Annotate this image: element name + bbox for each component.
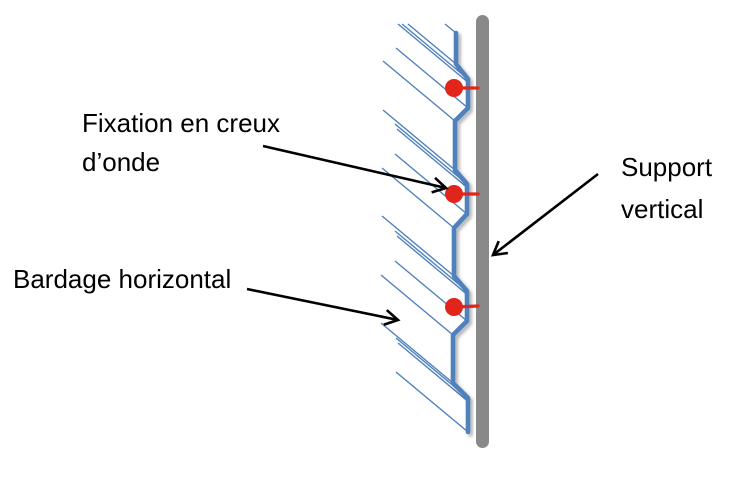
corrugation-lines — [380, 23, 471, 433]
label-fixation-line2: d’onde — [82, 147, 161, 177]
corrugation-line — [395, 371, 469, 433]
corrugation-line — [381, 215, 455, 277]
label-bardage-text: Bardage horizontal — [13, 264, 232, 294]
label-support-line2: vertical — [621, 194, 704, 224]
arrow-support — [490, 172, 599, 257]
cladding-profile-line — [450, 30, 471, 435]
corrugation-line — [395, 47, 469, 109]
corrugation-line — [382, 109, 456, 171]
label-support-line1: Support — [621, 152, 713, 182]
fixing-screw — [445, 185, 480, 203]
fixing-dot — [445, 298, 463, 316]
fixing-dot — [445, 185, 463, 203]
corrugation-line — [381, 167, 455, 229]
corrugation-line — [397, 342, 471, 404]
corrugation-line — [397, 23, 471, 85]
arrow-bardage — [246, 287, 401, 326]
corrugation-line — [380, 274, 454, 336]
label-support: Support vertical — [621, 146, 712, 230]
corrugation-line — [380, 322, 454, 384]
corrugation-line — [382, 60, 456, 122]
fixing-dot — [445, 79, 463, 97]
corrugation-line — [394, 230, 468, 292]
arrow-fixation — [262, 144, 449, 194]
corrugation-line — [396, 235, 470, 297]
fixing-screw — [445, 79, 480, 97]
corrugation-line — [401, 23, 469, 80]
corrugation-line — [444, 23, 457, 34]
label-fixation-line1: Fixation en creux — [82, 108, 280, 138]
label-bardage: Bardage horizontal — [13, 260, 231, 299]
fixing-screw — [445, 298, 480, 316]
corrugation-line — [394, 123, 468, 185]
corrugation-line — [407, 23, 457, 65]
label-fixation: Fixation en creux d’onde — [82, 104, 280, 182]
corrugation-line — [396, 128, 470, 190]
support-vertical-bar — [476, 15, 489, 448]
fixings — [445, 79, 480, 316]
